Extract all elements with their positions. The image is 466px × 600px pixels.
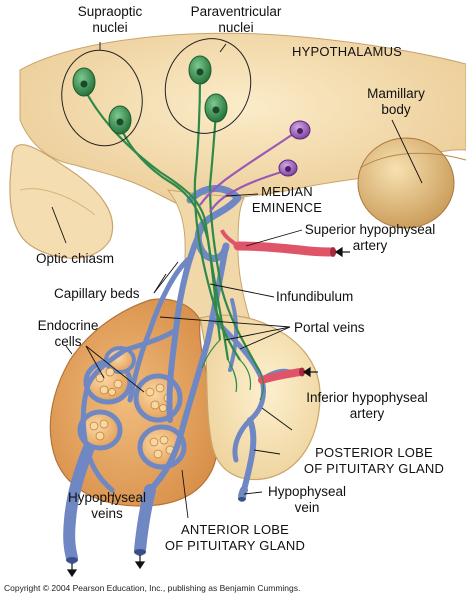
label-hypophyseal-vein: Hypophyseal vein <box>262 484 352 516</box>
label-endocrine-cells: Endocrine cells <box>30 318 106 350</box>
label-inferior-hypophyseal-artery: Inferior hypophyseal artery <box>300 390 434 422</box>
label-hypothalamus: HYPOTHALAMUS <box>292 44 403 59</box>
label-line: POSTERIOR LOBE <box>315 445 433 460</box>
label-mamillary-body: Mamillary body <box>360 86 432 118</box>
optic-chiasm <box>9 144 114 259</box>
green-neurons <box>72 55 264 401</box>
label-line: OF PITUITARY GLAND <box>303 461 445 476</box>
label-line: OF PITUITARY GLAND <box>164 538 306 553</box>
label-line: Hypophyseal <box>67 490 147 505</box>
label-line: body <box>381 102 411 117</box>
inferior-artery <box>258 368 304 384</box>
label-line: cells <box>54 334 82 349</box>
copyright-notice: Copyright © 2004 Pearson Education, Inc.… <box>4 583 301 593</box>
label-line: Paraventricular <box>190 4 282 19</box>
label-line: MEDIAN <box>261 184 313 199</box>
mamillary-body <box>357 137 455 229</box>
supraoptic-outline <box>61 49 143 147</box>
label-line: Superior hypophyseal <box>304 222 436 237</box>
label-line: Mamillary <box>367 86 425 101</box>
label-capillary-beds: Capillary beds <box>54 286 140 301</box>
purple-neurons <box>199 120 311 213</box>
label-line: veins <box>91 506 123 521</box>
posterior-lobe <box>199 314 321 481</box>
label-line: Hypophyseal <box>267 484 347 499</box>
label-superior-hypophyseal-artery: Superior hypophyseal artery <box>300 222 440 254</box>
label-optic-chiasm: Optic chiasm <box>36 251 115 266</box>
label-line: artery <box>352 238 388 253</box>
label-line: ANTERIOR LOBE <box>180 522 290 537</box>
label-line: EMINENCE <box>251 200 323 215</box>
label-line: Supraoptic <box>77 4 143 19</box>
vessel-network <box>63 185 293 564</box>
superior-artery <box>233 241 337 257</box>
label-hypophyseal-veins: Hypophyseal veins <box>64 490 150 522</box>
label-supraoptic-nuclei: Supraoptic nuclei <box>70 4 150 36</box>
label-line: artery <box>349 406 385 421</box>
label-line: Inferior hypophyseal <box>306 390 428 405</box>
label-posterior-lobe: POSTERIOR LOBE OF PITUITARY GLAND <box>286 445 462 477</box>
label-anterior-lobe: ANTERIOR LOBE OF PITUITARY GLAND <box>150 522 320 554</box>
label-portal-veins: Portal veins <box>294 320 365 335</box>
label-paraventricular-nuclei: Paraventricular nuclei <box>178 4 294 36</box>
paraventricular-outline <box>164 38 252 134</box>
label-line: nuclei <box>92 20 128 35</box>
label-line: Endocrine <box>37 318 99 333</box>
label-line: vein <box>294 500 320 515</box>
label-median-eminence: MEDIAN EMINENCE <box>242 184 332 216</box>
leader-lines <box>51 42 423 519</box>
hypothalamus-tissue <box>19 32 466 215</box>
label-line: nuclei <box>218 20 254 35</box>
label-infundibulum: Infundibulum <box>276 289 354 304</box>
